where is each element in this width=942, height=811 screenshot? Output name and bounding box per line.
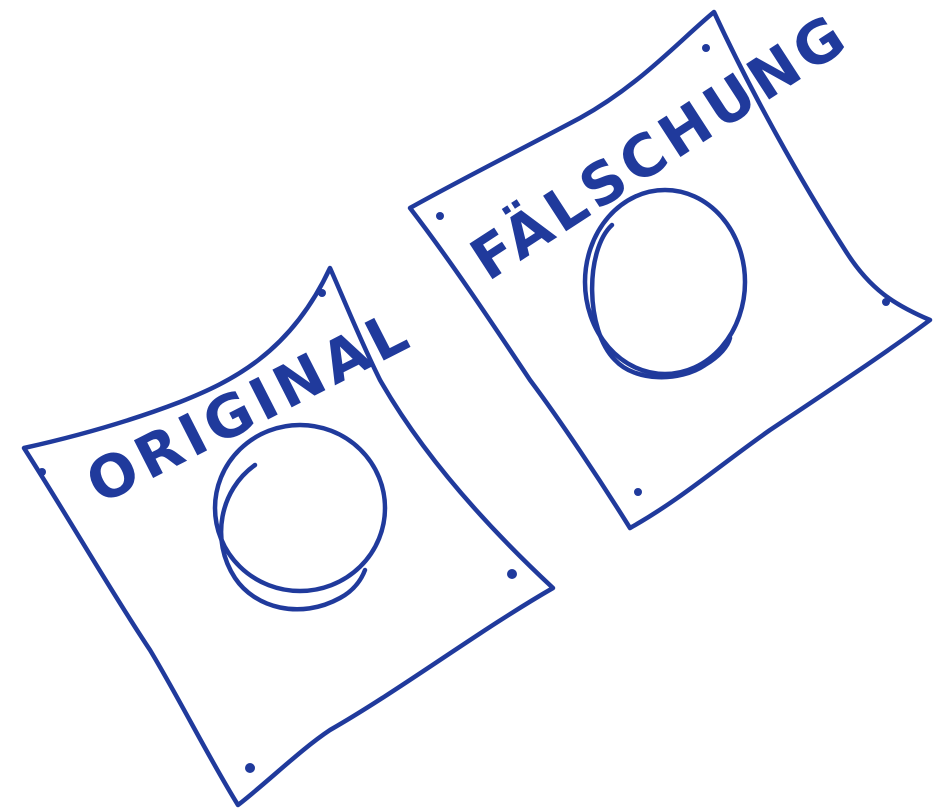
card-original-corner-dot [318,289,326,297]
card-original-label: ORIGINAL [75,296,422,518]
card-faelschung-corner-dot [436,212,444,220]
card-original: ORIGINAL [21,265,556,808]
card-faelschung-corner-dot [702,44,710,52]
card-original-outline [21,265,556,808]
card-original-circle [212,422,388,612]
card-faelschung-outline [407,9,933,531]
card-faelschung-circle [582,187,748,380]
card-original-circle-inner [219,462,368,612]
card-faelschung: FÄLSCHUNG [407,0,933,531]
card-faelschung-label: FÄLSCHUNG [458,0,861,294]
card-faelschung-corner-dot [882,298,890,306]
card-original-corner-dot [38,468,46,476]
card-original-corner-dot [245,763,255,773]
card-faelschung-circle-inner [589,222,733,380]
card-faelschung-corner-dot [634,488,642,496]
card-original-circle-outer [212,422,388,594]
card-faelschung-circle-outer [582,187,748,377]
card-original-corner-dot [507,569,517,579]
